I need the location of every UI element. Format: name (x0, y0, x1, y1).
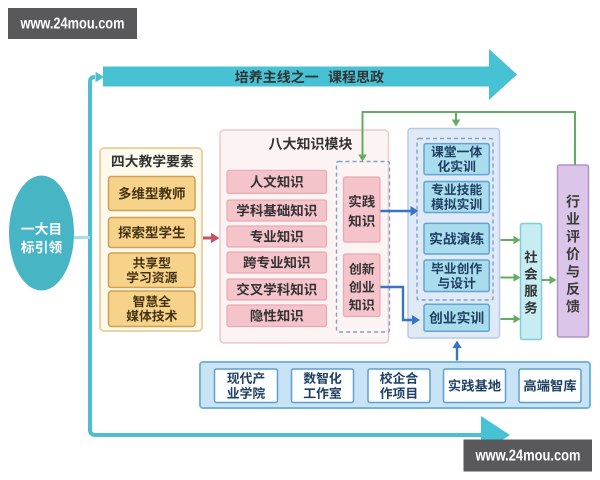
svg-text:www.24mou.com: www.24mou.com (475, 448, 581, 465)
svg-text:www.24mou.com: www.24mou.com (20, 16, 125, 33)
